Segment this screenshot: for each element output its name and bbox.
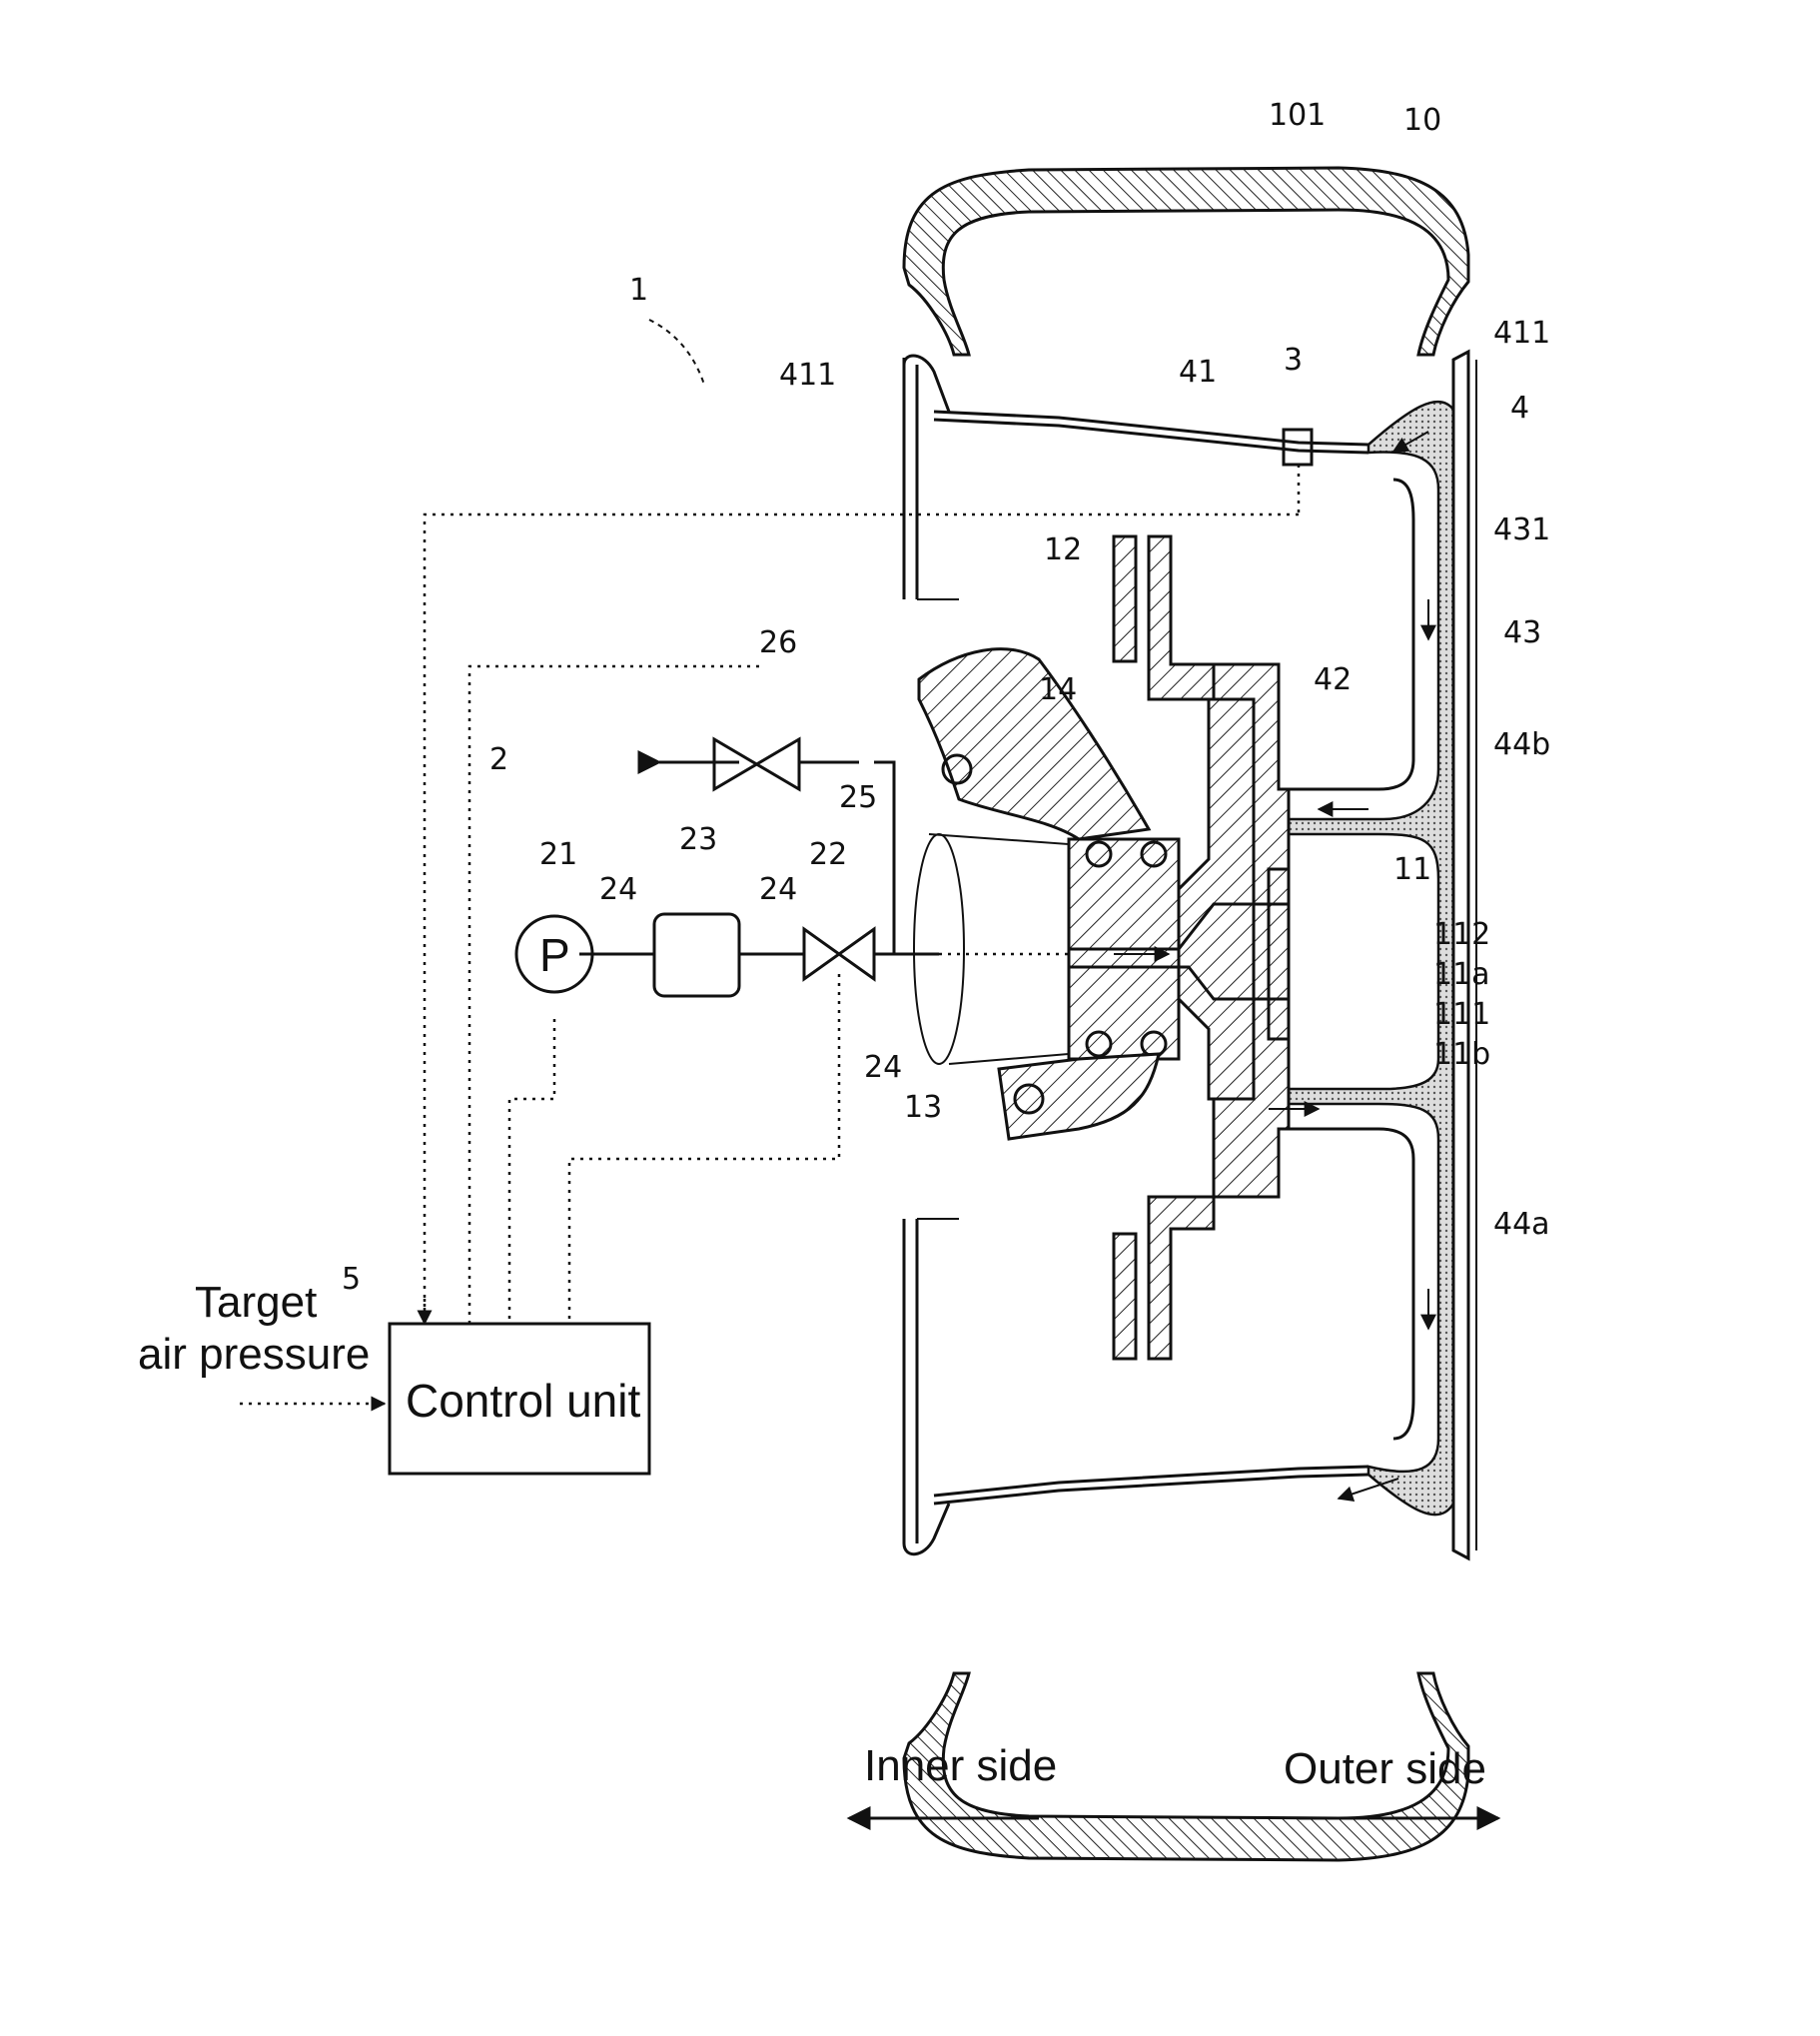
label-43: 43	[1503, 615, 1541, 650]
label-1: 1	[629, 273, 648, 308]
label-112: 112	[1433, 917, 1490, 952]
label-12: 12	[1044, 532, 1082, 567]
cover-plate	[1453, 352, 1476, 1558]
label-23: 23	[679, 822, 717, 857]
exhaust-valve	[714, 739, 799, 789]
label-21: 21	[539, 837, 577, 872]
label-44a: 44a	[1493, 1207, 1550, 1242]
label-14: 14	[1039, 672, 1077, 707]
label-11b: 11b	[1433, 1037, 1490, 1072]
label-13: 13	[904, 1090, 942, 1125]
label-42: 42	[1314, 662, 1352, 697]
label-24b: 24	[759, 872, 797, 907]
label-44b: 44b	[1493, 727, 1550, 762]
target-text-line1: Target	[195, 1278, 317, 1327]
pump-symbol: P	[539, 929, 570, 981]
label-11: 11	[1393, 852, 1431, 887]
target-text-line2: air pressure	[138, 1330, 370, 1379]
outer-side-label: Outer side	[1284, 1744, 1486, 1793]
label-24a: 24	[599, 872, 637, 907]
inner-side-label: Inner side	[864, 1741, 1057, 1790]
label-41: 41	[1179, 355, 1217, 390]
label-111: 111	[1433, 997, 1490, 1032]
control-unit-label: Control unit	[406, 1375, 640, 1427]
label-411-left: 411	[779, 358, 836, 393]
supply-valve	[804, 929, 874, 979]
pressure-sensor	[1284, 430, 1312, 465]
axle	[914, 834, 1069, 1064]
wheel-disc	[1289, 402, 1453, 1515]
label-26: 26	[759, 625, 797, 660]
label-22: 22	[809, 837, 847, 872]
label-10: 10	[1403, 103, 1441, 138]
label-3: 3	[1284, 343, 1303, 378]
dryer-box	[654, 914, 739, 996]
label-101: 101	[1269, 98, 1326, 133]
label-4: 4	[1510, 391, 1529, 426]
label-2: 2	[489, 742, 508, 777]
label-5: 5	[342, 1262, 361, 1297]
label-11a: 11a	[1433, 957, 1490, 992]
label-411-right: 411	[1493, 316, 1550, 351]
label-431: 431	[1493, 512, 1550, 547]
label-25: 25	[839, 780, 877, 815]
label-24c: 24	[864, 1050, 902, 1085]
